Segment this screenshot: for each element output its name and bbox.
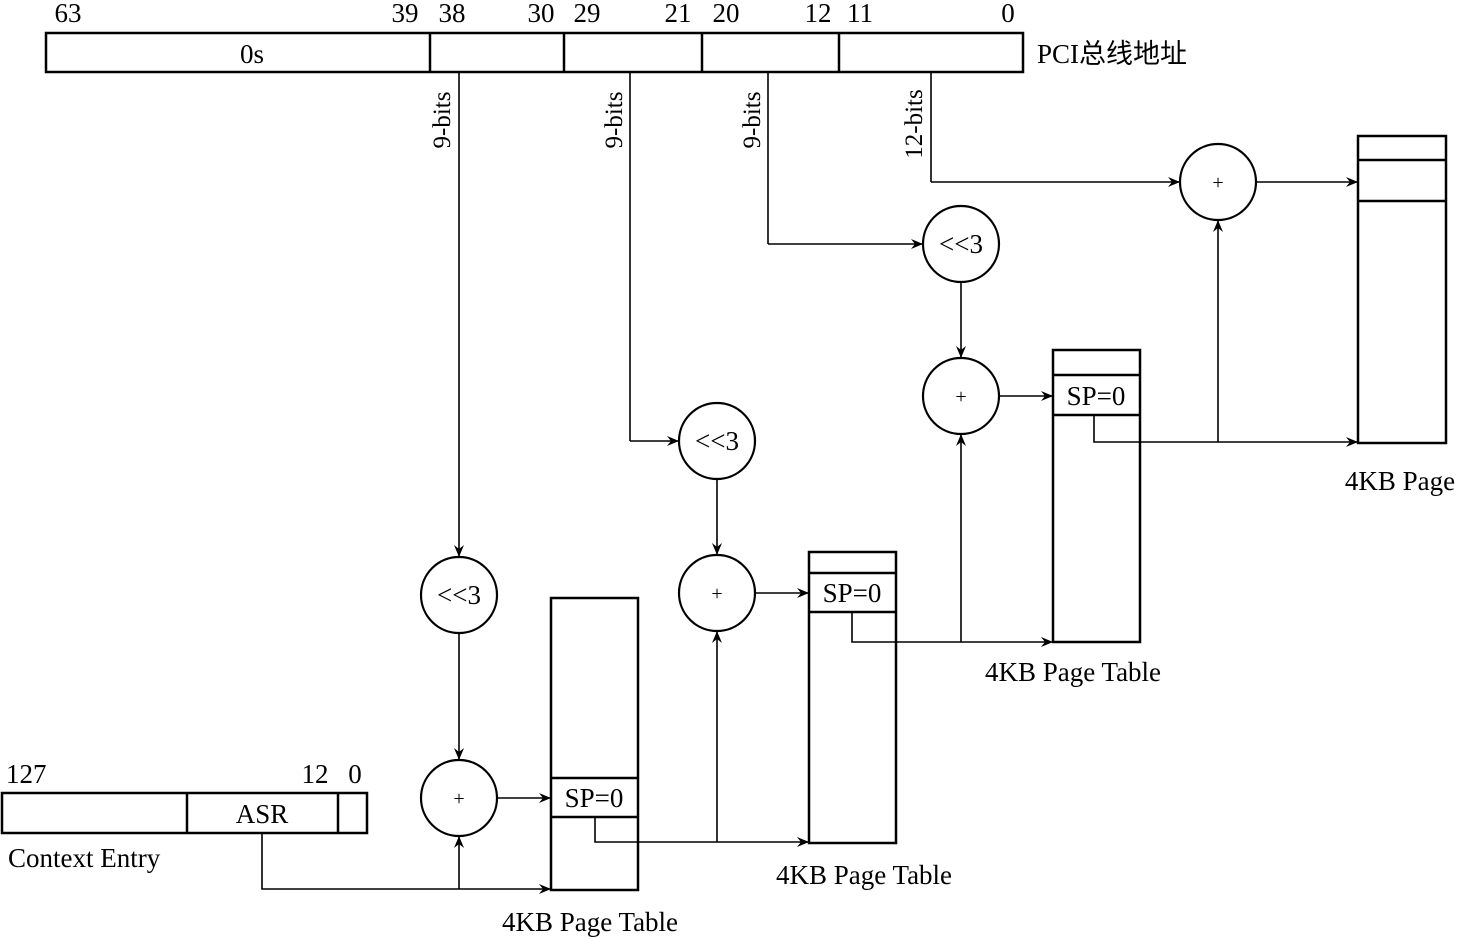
context-bit-12: 12 <box>302 759 329 789</box>
add-operator-level2: + <box>677 553 757 633</box>
add-operator-level3: + <box>921 356 1001 436</box>
index-label-level2: 9-bits <box>601 92 628 149</box>
address-bit-29: 29 <box>574 0 601 28</box>
context-entry-asr-field: ASR <box>236 799 289 829</box>
index-label-offset: 12-bits <box>901 89 928 158</box>
address-bit-11: 11 <box>847 0 873 28</box>
page-table-level2: SP=0 4KB Page Table <box>776 550 952 890</box>
page-4kb-label: 4KB Page <box>1345 466 1455 496</box>
svg-text:<<3: <<3 <box>437 580 481 610</box>
page-table-level3: SP=0 4KB Page Table <box>985 348 1161 687</box>
page-table-level2-entry: SP=0 <box>823 578 882 608</box>
context-entry-label: Context Entry <box>8 843 161 873</box>
svg-text:+: + <box>453 788 464 810</box>
context-bit-0: 0 <box>348 759 362 789</box>
page-table-level3-entry: SP=0 <box>1067 381 1126 411</box>
svg-text:<<3: <<3 <box>695 426 739 456</box>
add-operator-offset: + <box>1178 142 1258 222</box>
index-label-level1: 9-bits <box>429 92 456 149</box>
page-table-level1: SP=0 4KB Page Table <box>502 596 678 937</box>
address-bit-0: 0 <box>1001 0 1015 28</box>
connectors <box>261 72 1358 894</box>
address-high-field: 0s <box>240 39 264 69</box>
page-table-level1-label: 4KB Page Table <box>502 907 678 937</box>
pci-address-label: PCI总线地址 <box>1037 39 1187 69</box>
svg-text:+: + <box>1212 172 1223 194</box>
page-table-level1-entry: SP=0 <box>565 783 624 813</box>
shift-operator-level2: <<3 <box>677 401 757 481</box>
index-label-level3: 9-bits <box>739 92 766 149</box>
address-bit-38: 38 <box>439 0 466 28</box>
shift-operator-level1: <<3 <box>419 555 499 635</box>
pci-address-register: 0s 63 39 38 30 29 21 20 12 11 0 PCI总线地址 <box>44 0 1187 74</box>
svg-text:+: + <box>711 583 722 605</box>
page-table-level2-label: 4KB Page Table <box>776 860 952 890</box>
page-4kb: 4KB Page <box>1345 134 1455 496</box>
add-operator-level1: + <box>419 758 499 838</box>
context-entry: ASR 127 12 0 Context Entry <box>0 759 369 873</box>
shift-operator-level3: <<3 <box>921 204 1001 284</box>
page-table-level3-label: 4KB Page Table <box>985 657 1161 687</box>
address-bit-39: 39 <box>392 0 419 28</box>
address-bit-30: 30 <box>528 0 555 28</box>
svg-text:+: + <box>955 386 966 408</box>
svg-text:<<3: <<3 <box>939 229 983 259</box>
address-bit-63: 63 <box>55 0 82 28</box>
address-bit-12: 12 <box>805 0 832 28</box>
address-bit-21: 21 <box>665 0 692 28</box>
context-bit-127: 127 <box>6 759 47 789</box>
address-bit-20: 20 <box>713 0 740 28</box>
